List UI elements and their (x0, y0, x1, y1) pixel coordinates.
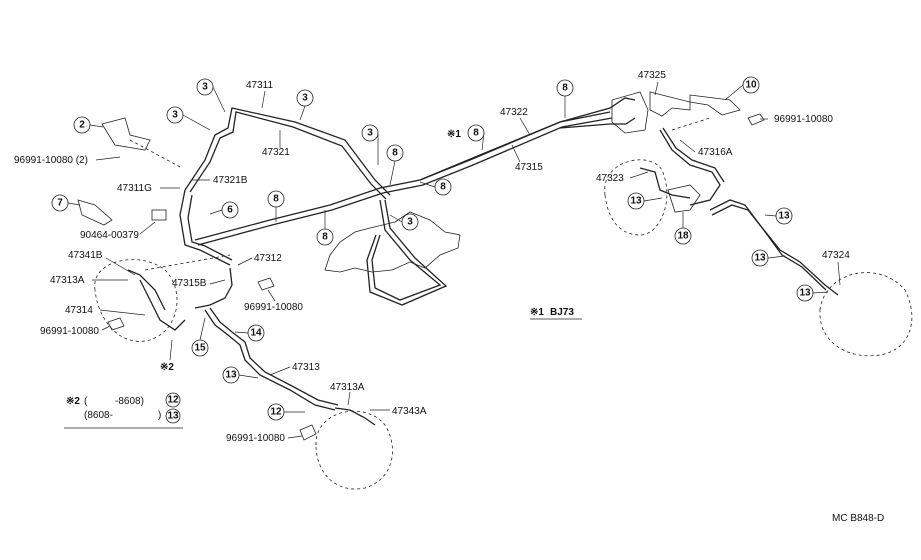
callout-13b: 13 (778, 211, 790, 222)
note1-mark: ※1 (530, 307, 544, 318)
label-47322: 47322 (500, 107, 528, 118)
bolt-block (151, 209, 167, 221)
callout-14: 14 (250, 328, 262, 339)
callout-3e: 3 (407, 217, 413, 228)
label-47325: 47325 (638, 70, 666, 81)
callout-8c: 8 (392, 148, 398, 159)
label-47341B: 47341B (68, 250, 103, 261)
note2-ref-13: 13 (167, 411, 179, 422)
note2-leader (169, 339, 173, 361)
note2-close-paren: ) (158, 410, 161, 421)
callout-leaders (67, 84, 829, 413)
callout-3a: 3 (202, 82, 208, 93)
label-47314: 47314 (65, 305, 93, 316)
label-47321: 47321 (262, 147, 290, 158)
label-clip-96991-left: 96991-10080 (40, 326, 99, 337)
clip-bottom (299, 424, 317, 441)
callout-3d: 3 (367, 128, 373, 139)
label-47313A-left: 47313A (50, 275, 85, 286)
note2-open-paren: ( (84, 396, 88, 407)
bracket-7 (77, 199, 113, 226)
note1-text: BJ73 (550, 307, 574, 318)
callout-13c: 13 (754, 253, 766, 264)
bracket-10 (689, 94, 741, 116)
label-47313A-bottom: 47313A (330, 382, 365, 393)
label-clip-96991-middle: 96991-10080 (244, 302, 303, 313)
label-bolt-90464: 90464-00379 (80, 230, 139, 241)
rear-right-assembly (559, 91, 839, 296)
main-brake-pipes (179, 107, 613, 306)
front-left-assembly (77, 117, 339, 411)
note2-mark-callout: ※2 (160, 362, 174, 373)
callout-13d: 13 (799, 288, 811, 299)
diagram-code: MC B848-D (832, 513, 884, 524)
callout-8d: 8 (440, 182, 446, 193)
label-47313: 47313 (292, 362, 320, 373)
label-47343A: 47343A (392, 406, 427, 417)
bracket-47325 (649, 91, 691, 117)
callout-13e: 13 (225, 370, 237, 381)
label-47312: 47312 (254, 253, 282, 264)
callout-markers: 2 3 3 3 3 3 6 7 8 8 8 8 8 8 10 13 13 13 … (51, 76, 814, 421)
clip-left-lower (107, 317, 125, 331)
note2-mark: ※2 (66, 396, 80, 407)
label-clip-96991-bottom: 96991-10080 (226, 433, 285, 444)
clip-left-middle (257, 277, 275, 291)
callout-3b: 3 (172, 110, 178, 121)
front-left-drum (94, 259, 178, 342)
note2-line2: (8608- (84, 410, 113, 421)
note2-legend: ※2 ( -8608) (8608- ) 12 13 (64, 392, 183, 429)
proportioning-valve (611, 91, 649, 134)
callout-7: 7 (57, 198, 63, 209)
label-47324: 47324 (822, 250, 850, 261)
callout-6: 6 (227, 205, 233, 216)
note2-line1: -8608) (115, 396, 144, 407)
callout-8b: 8 (562, 83, 568, 94)
label-47315B: 47315B (172, 278, 207, 289)
callout-2: 2 (79, 120, 85, 131)
bracket-2 (101, 117, 151, 151)
callout-15: 15 (194, 343, 206, 354)
label-47311: 47311 (246, 80, 274, 91)
note2-ref-12: 12 (167, 395, 179, 406)
label-47321B: 47321B (213, 175, 248, 186)
note1-mark-upper: ※1 (447, 129, 461, 140)
rear-right-drum (819, 272, 913, 357)
clip-right-upper (747, 113, 765, 126)
callout-3c: 3 (302, 93, 308, 104)
callout-18: 18 (677, 231, 689, 242)
leader-lines (92, 81, 841, 439)
label-47315: 47315 (515, 162, 543, 173)
label-47316A: 47316A (698, 147, 733, 158)
callout-8a: 8 (473, 128, 479, 139)
callout-10: 10 (745, 80, 757, 91)
center-junction-block (324, 211, 461, 273)
callout-13a: 13 (630, 196, 642, 207)
label-47323: 47323 (596, 173, 624, 184)
callout-8e: 8 (273, 194, 279, 205)
callout-12: 12 (270, 407, 282, 418)
label-clip-96991-right: 96991-10080 (774, 114, 833, 125)
label-47311G: 47311G (117, 183, 152, 194)
label-clip-96991-2: 96991-10080 (2) (14, 155, 88, 166)
front-bottom-drum (315, 410, 393, 490)
callout-8f: 8 (322, 232, 328, 243)
